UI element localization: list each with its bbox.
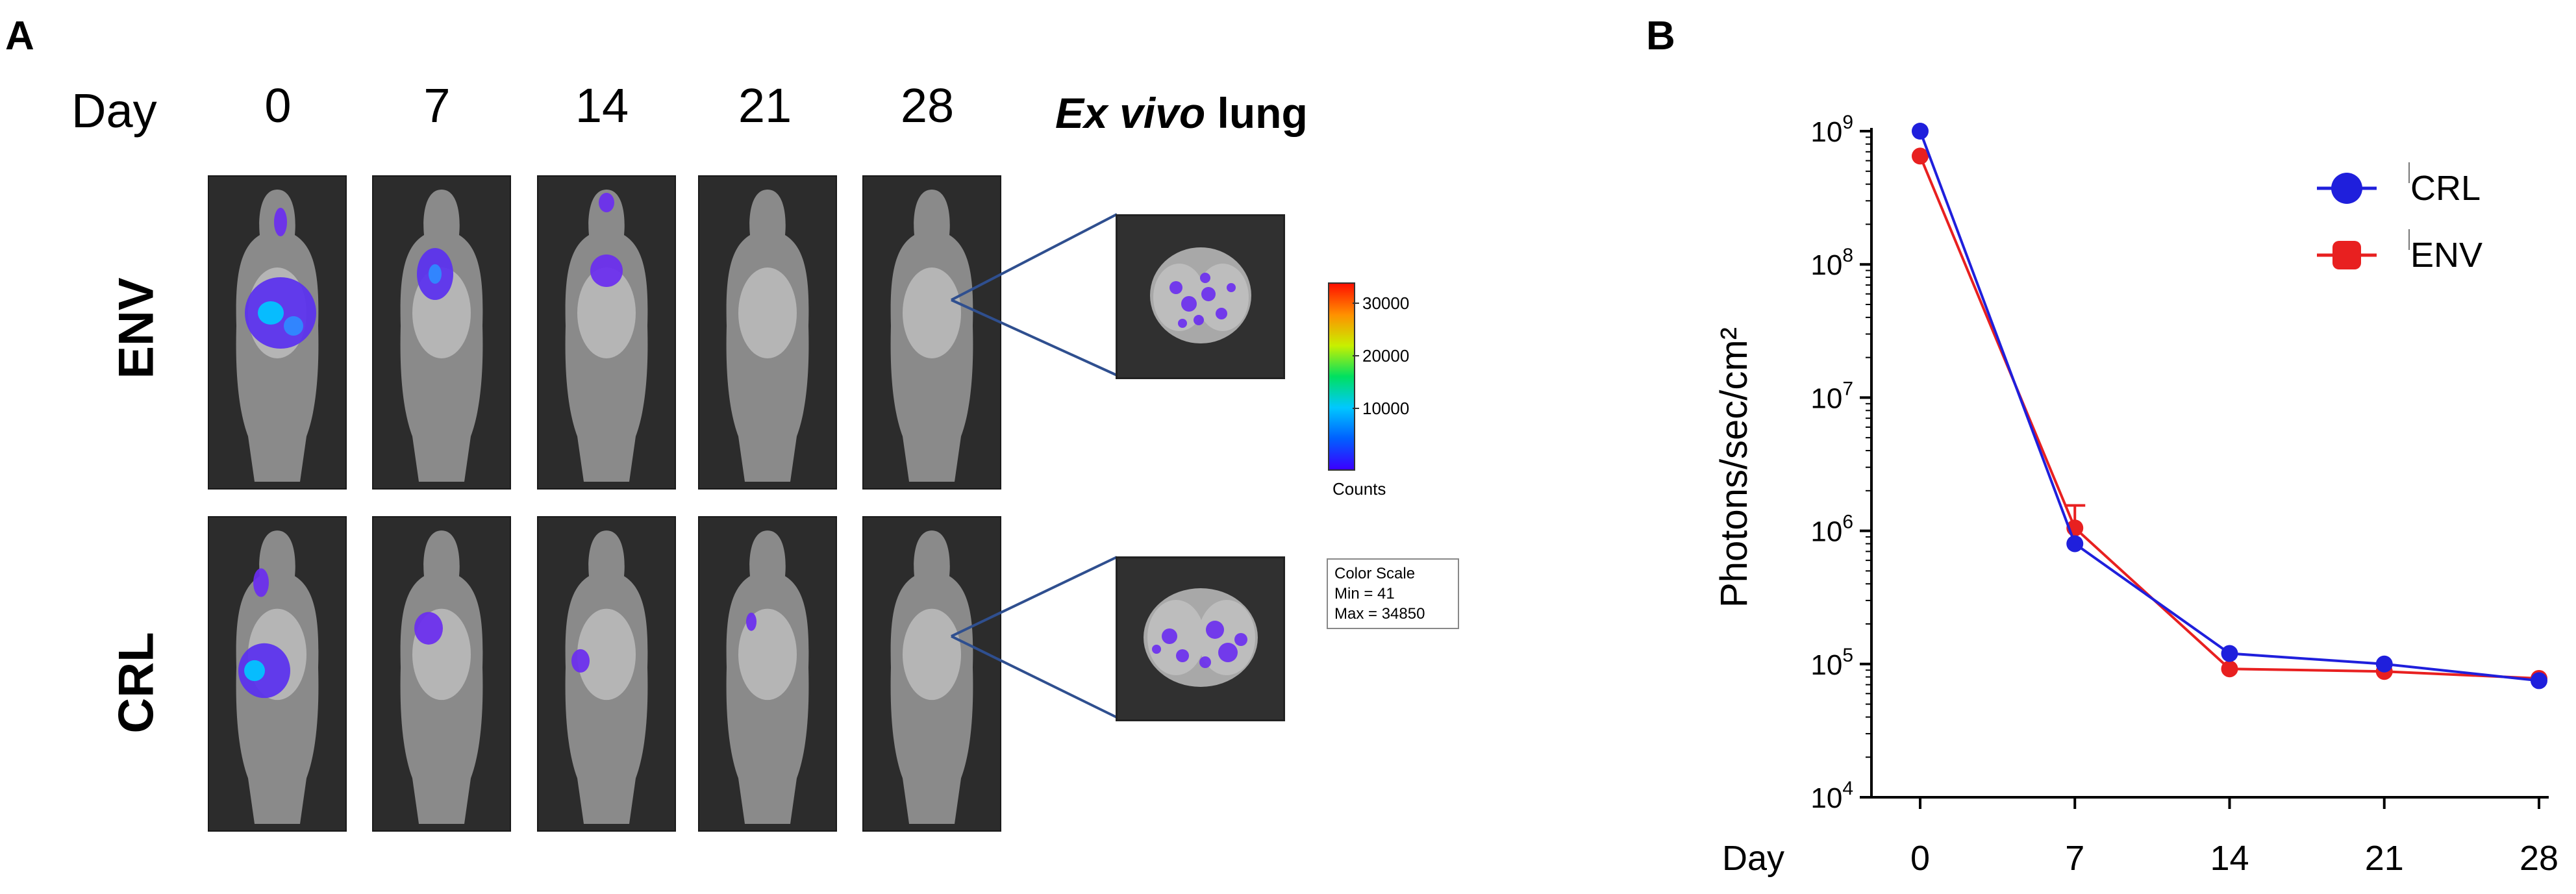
mouse-image-env-day-21 bbox=[698, 175, 837, 490]
exvivo-italic: Ex vivo bbox=[1055, 89, 1206, 137]
x-axis-label: Day bbox=[1722, 839, 1784, 878]
x-tick-label-21: 21 bbox=[2365, 839, 2404, 878]
data-point-env-day-14 bbox=[2221, 660, 2238, 678]
colorbar-tick-30000 bbox=[1353, 303, 1359, 304]
series-line-crl bbox=[1919, 130, 2540, 682]
colorbar-tick-10000 bbox=[1353, 408, 1359, 409]
exvivo-lung-env bbox=[1116, 214, 1285, 379]
colorbar-unit: Counts bbox=[1332, 479, 1386, 499]
mouse-image-env-day-0 bbox=[208, 175, 347, 490]
data-point-env-day-0 bbox=[1912, 147, 1929, 165]
mouse-image-crl-day-0 bbox=[208, 516, 347, 832]
x-tick-label-14: 14 bbox=[2210, 839, 2249, 878]
x-tick-label-0: 0 bbox=[1910, 839, 1930, 878]
y-tick-label-4: 104 bbox=[1810, 778, 1853, 814]
exvivo-rest: lung bbox=[1205, 89, 1308, 137]
y-tick-label-7: 107 bbox=[1810, 378, 1853, 414]
mouse-image-crl-day-28 bbox=[862, 516, 1001, 832]
colorbar-label-10000: 10000 bbox=[1362, 399, 1410, 418]
day-label-0: 0 bbox=[264, 79, 292, 132]
data-point-crl-day-21 bbox=[2375, 655, 2393, 673]
y-tick-label-6: 106 bbox=[1810, 512, 1853, 548]
day-label-14: 14 bbox=[575, 79, 629, 132]
color-scale-max: Max = 34850 bbox=[1334, 605, 1425, 623]
zoom-line-env-bottom bbox=[951, 299, 1118, 377]
data-point-crl-day-14 bbox=[2221, 645, 2238, 662]
zoom-line-crl-top bbox=[951, 556, 1118, 638]
mouse-image-crl-day-14 bbox=[537, 516, 676, 832]
day-header: Day bbox=[71, 84, 157, 138]
exvivo-header: Ex vivo lung bbox=[1055, 88, 1308, 138]
color-scale-min: Min = 41 bbox=[1334, 585, 1395, 602]
y-axis-label: Photons/sec/cm² bbox=[1713, 327, 1755, 608]
legend-marker-env bbox=[2332, 241, 2361, 269]
data-point-crl-day-28 bbox=[2531, 672, 2547, 689]
y-tick-label-8: 108 bbox=[1810, 245, 1853, 281]
zoom-line-crl-bottom bbox=[951, 635, 1118, 719]
data-point-crl-day-0 bbox=[1912, 123, 1929, 140]
series-env bbox=[1912, 147, 2547, 687]
legend-label-env: ENV bbox=[2410, 236, 2482, 275]
colorbar-tick-20000 bbox=[1353, 355, 1359, 356]
day-label-21: 21 bbox=[738, 79, 792, 132]
y-tick-label-9: 109 bbox=[1810, 112, 1853, 148]
colorbar bbox=[1328, 282, 1355, 471]
mouse-image-env-day-7 bbox=[372, 175, 511, 490]
day-label-7: 7 bbox=[423, 79, 451, 132]
colorbar-label-20000: 20000 bbox=[1362, 346, 1410, 366]
mouse-image-crl-day-21 bbox=[698, 516, 837, 832]
mouse-image-env-day-14 bbox=[537, 175, 676, 490]
mouse-image-env-day-28 bbox=[862, 175, 1001, 490]
colorbar-label-30000: 30000 bbox=[1362, 293, 1410, 313]
color-scale-box: Color Scale Min = 41 Max = 34850 bbox=[1327, 558, 1459, 629]
exvivo-lung-crl bbox=[1116, 556, 1285, 721]
legend-label-crl: CRL bbox=[2410, 169, 2481, 208]
mouse-image-crl-day-7 bbox=[372, 516, 511, 832]
panel-a-letter: A bbox=[5, 14, 34, 58]
series-crl bbox=[1912, 123, 2547, 689]
y-tick-label-5: 105 bbox=[1810, 645, 1853, 681]
series-line-env bbox=[1919, 155, 2540, 680]
zoom-line-env-top bbox=[951, 213, 1118, 301]
x-tick-label-28: 28 bbox=[2520, 839, 2558, 878]
x-tick-label-7: 7 bbox=[2065, 839, 2084, 878]
data-point-crl-day-7 bbox=[2066, 535, 2084, 553]
day-label-28: 28 bbox=[900, 79, 955, 132]
panel-b-letter: B bbox=[1646, 14, 1675, 58]
color-scale-title: Color Scale bbox=[1334, 565, 1416, 582]
legend-marker-crl bbox=[2331, 173, 2362, 204]
